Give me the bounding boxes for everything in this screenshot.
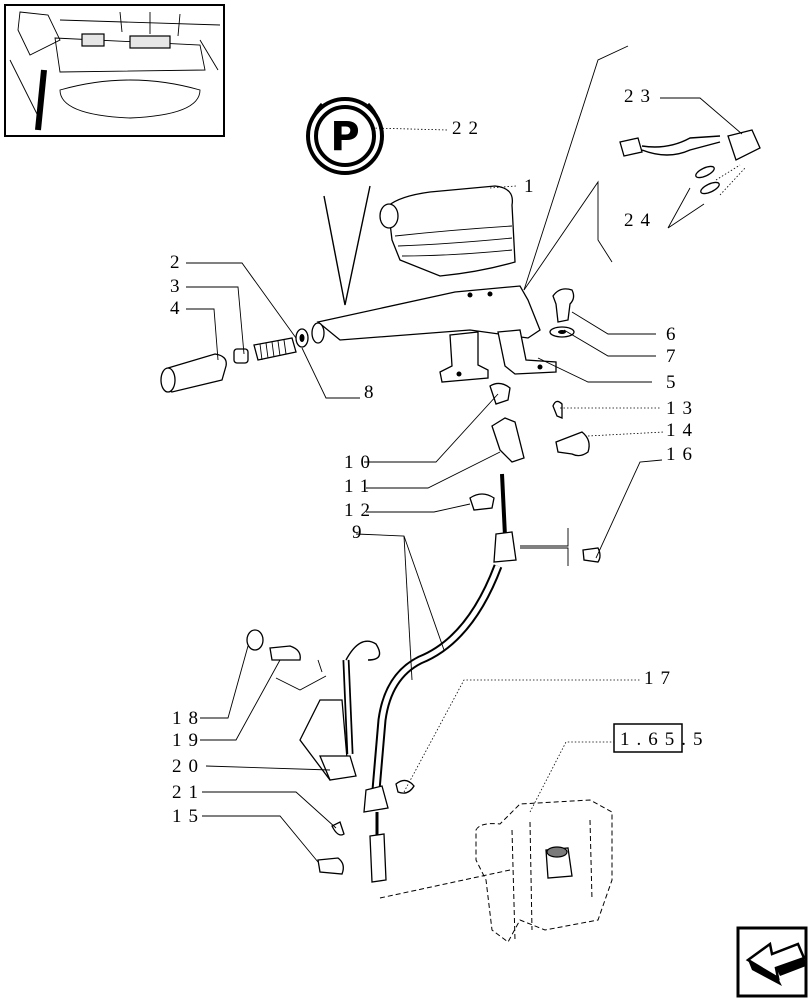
transmission-reference-part xyxy=(379,799,613,943)
callout-6: 6 xyxy=(666,324,683,345)
parking-brake-switch xyxy=(619,129,761,196)
brake-cable xyxy=(363,473,517,883)
callout-4: 4 xyxy=(170,298,187,319)
lower-linkage xyxy=(246,629,415,875)
callout-14: 14 xyxy=(666,420,699,441)
callout-15: 15 xyxy=(172,806,205,827)
lever-grip-assembly xyxy=(160,328,309,393)
callout-18: 18 xyxy=(172,708,205,729)
callout-9: 9 xyxy=(352,522,369,543)
callout-labels: 1 2 3 4 5 6 7 8 9 10 11 12 13 14 15 16 1… xyxy=(170,86,699,827)
callout-10: 10 xyxy=(344,452,377,473)
callout-8: 8 xyxy=(364,382,381,403)
callout-12: 12 xyxy=(344,500,377,521)
callout-2: 2 xyxy=(170,252,187,273)
reference-label[interactable]: 1.65.5 xyxy=(620,729,710,750)
callout-21: 21 xyxy=(172,782,205,803)
handbrake-lever xyxy=(311,285,557,383)
callout-7: 7 xyxy=(666,346,683,367)
parking-symbol-letter: P xyxy=(330,114,359,160)
reference-box xyxy=(613,723,683,753)
pin-and-washer xyxy=(549,288,575,338)
rubber-boot xyxy=(379,185,516,277)
callout-1: 1 xyxy=(524,176,541,197)
leader-lines xyxy=(186,45,743,863)
callout-19: 19 xyxy=(172,730,205,751)
callout-22: 22 xyxy=(452,118,485,139)
parking-brake-symbol-icon: P xyxy=(306,97,384,175)
linkage-fasteners xyxy=(469,382,601,563)
callout-20: 20 xyxy=(172,756,205,777)
callout-5: 5 xyxy=(666,372,683,393)
callout-24: 24 xyxy=(624,210,657,231)
location-thumbnail xyxy=(4,4,225,137)
callout-11: 11 xyxy=(344,476,376,497)
callout-17: 17 xyxy=(644,668,677,689)
back-arrow-icon[interactable] xyxy=(736,926,808,998)
callout-16: 16 xyxy=(666,444,699,465)
callout-13: 13 xyxy=(666,398,699,419)
callout-23: 23 xyxy=(624,86,657,107)
callout-3: 3 xyxy=(170,276,187,297)
